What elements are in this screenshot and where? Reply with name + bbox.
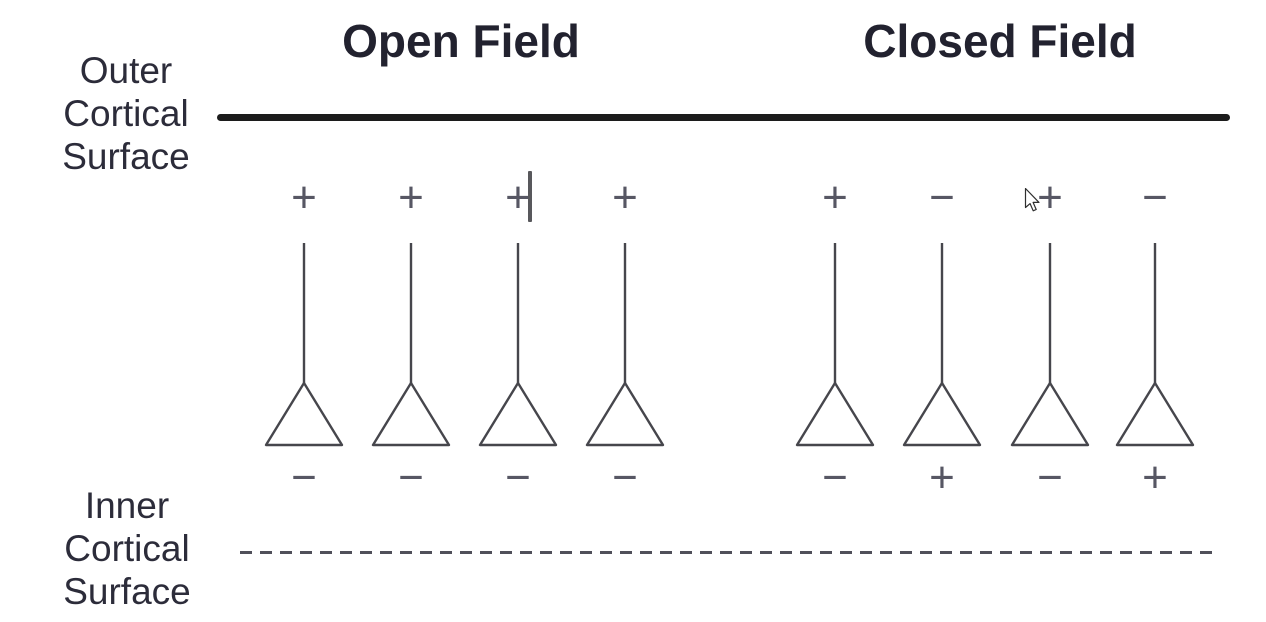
neuron-cell-drawing (585, 243, 665, 447)
dendrite-polarity-sign: − (929, 173, 955, 222)
neuron-cell-drawing (478, 243, 558, 447)
neuron-cell-drawing (1010, 243, 1090, 447)
closed-field-neuron-4: − + (1113, 176, 1197, 506)
neuron-cell-drawing (902, 243, 982, 447)
soma-polarity-sign: − (1037, 453, 1063, 502)
soma-polarity-sign: + (1142, 453, 1168, 502)
soma-polarity-sign: − (505, 453, 531, 502)
soma-triangle (902, 381, 982, 447)
dendrite-polarity-sign: + (612, 173, 638, 222)
soma-triangle (264, 381, 344, 447)
soma-triangle (371, 381, 451, 447)
dendrite-polarity-sign: + (505, 173, 531, 222)
dendrite-polarity-sign: + (398, 173, 424, 222)
soma-triangle (585, 381, 665, 447)
outer-cortical-surface-line (217, 114, 1230, 121)
open-field-neuron-1: + − (262, 176, 346, 506)
closed-field-neuron-3: + − (1008, 176, 1092, 506)
inner-cortical-surface-label: Inner Cortical Surface (63, 485, 191, 612)
soma-triangle (478, 381, 558, 447)
soma-triangle (795, 381, 875, 447)
soma-polarity-sign: − (291, 453, 317, 502)
soma-triangle (1010, 381, 1090, 447)
dendrite-polarity-sign: + (291, 173, 317, 222)
soma-polarity-sign: − (398, 453, 424, 502)
soma-polarity-sign: + (929, 453, 955, 502)
open-field-header: Open Field (342, 15, 580, 67)
mouse-cursor-icon (1024, 188, 1040, 212)
dendrite-polarity-sign: − (1142, 173, 1168, 222)
text-caret (528, 171, 532, 222)
closed-field-header: Closed Field (863, 15, 1137, 67)
neuron-cell-drawing (1115, 243, 1195, 447)
dendrite-polarity-sign: + (1037, 173, 1063, 222)
outer-cortical-surface-label: Outer Cortical Surface (62, 50, 190, 177)
neuron-cell-drawing (264, 243, 344, 447)
open-field-neuron-3: + − (476, 176, 560, 506)
closed-field-neuron-2: − + (900, 176, 984, 506)
soma-polarity-sign: − (612, 453, 638, 502)
soma-polarity-sign: − (822, 453, 848, 502)
open-field-neuron-2: + − (369, 176, 453, 506)
closed-field-neuron-1: + − (793, 176, 877, 506)
inner-cortical-surface-dashed-line (240, 551, 1216, 554)
neuron-cell-drawing (371, 243, 451, 447)
open-field-neuron-4: + − (583, 176, 667, 506)
dendrite-polarity-sign: + (822, 173, 848, 222)
soma-triangle (1115, 381, 1195, 447)
neuron-cell-drawing (795, 243, 875, 447)
